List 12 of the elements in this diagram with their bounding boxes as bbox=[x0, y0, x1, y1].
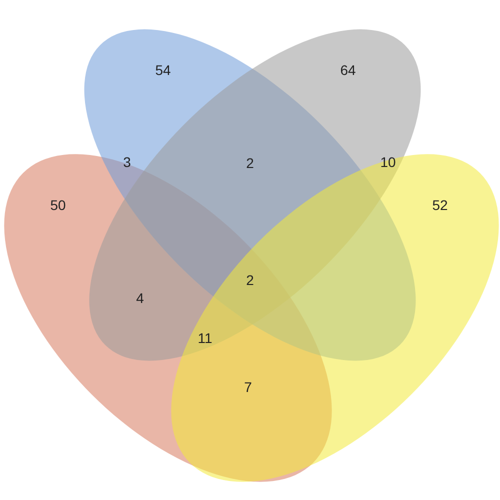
region-count: 3 bbox=[123, 154, 131, 170]
region-count: 7 bbox=[244, 379, 252, 395]
region-count: 50 bbox=[50, 197, 66, 213]
region-count: 4 bbox=[136, 290, 144, 306]
region-count: 10 bbox=[380, 154, 396, 170]
set-ellipse bbox=[171, 154, 499, 482]
region-count: 2 bbox=[246, 155, 254, 171]
region-count: 64 bbox=[340, 62, 356, 78]
region-count: 52 bbox=[432, 197, 448, 213]
region-count: 54 bbox=[155, 62, 171, 78]
region-count: 11 bbox=[198, 330, 212, 346]
region-count: 2 bbox=[246, 272, 254, 288]
